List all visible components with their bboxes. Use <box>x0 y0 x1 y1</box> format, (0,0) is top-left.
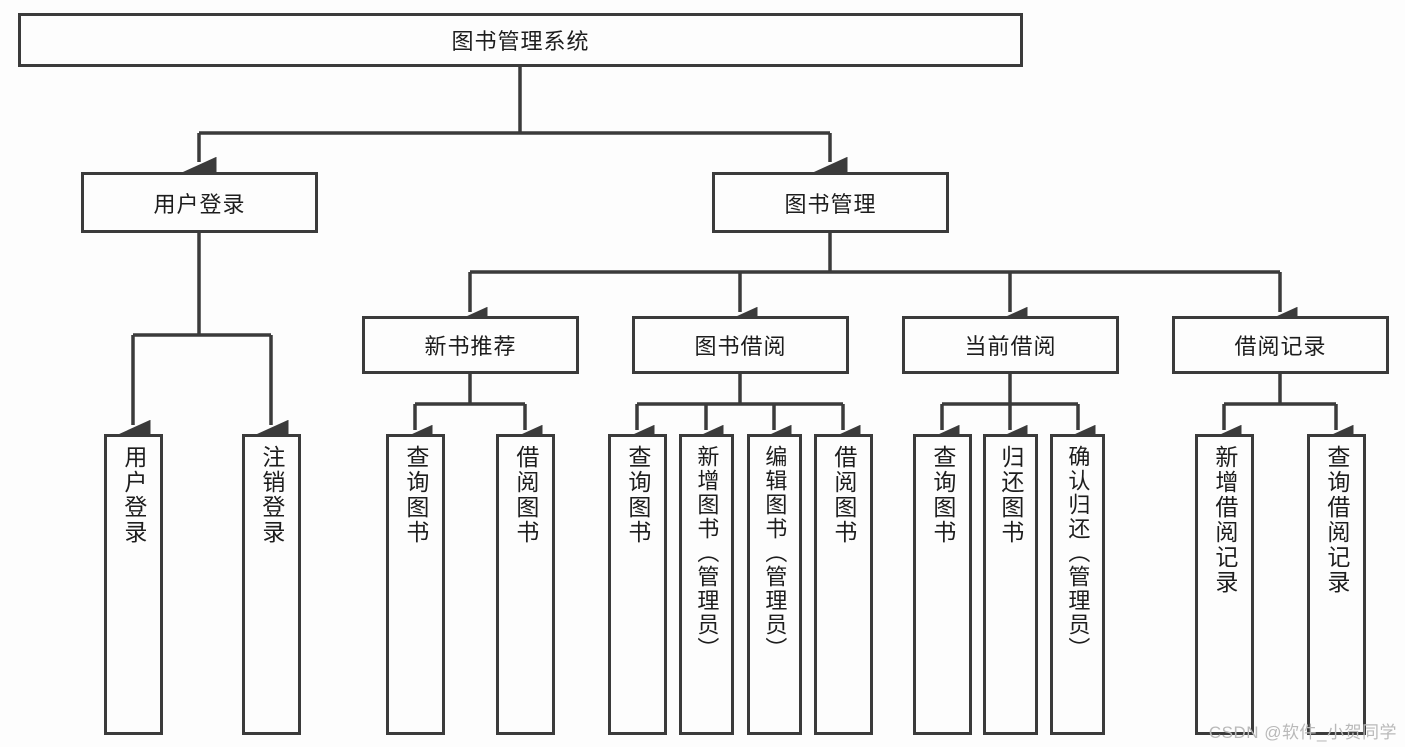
node-book-borrow[interactable]: 图书借阅 <box>632 316 849 374</box>
leaf-return-book[interactable]: 归还图书 <box>983 434 1038 735</box>
node-user-login-label: 用户登录 <box>153 191 246 217</box>
leaf-edit-book[interactable]: 编辑图书（管理员） <box>747 434 802 735</box>
leaf-borrow-book-1-label: 借阅图书 <box>512 445 539 545</box>
leaf-add-record-label: 新增借阅记录 <box>1211 445 1238 595</box>
leaf-logout-login-label: 注销登录 <box>258 445 285 545</box>
leaf-query-book-3-label: 查询图书 <box>929 445 956 545</box>
leaf-user-login[interactable]: 用户登录 <box>104 434 163 735</box>
leaf-borrow-book-2[interactable]: 借阅图书 <box>814 434 873 735</box>
node-book-borrow-label: 图书借阅 <box>694 334 787 359</box>
leaf-query-record-label: 查询借阅记录 <box>1323 445 1350 595</box>
node-book-management-label: 图书管理 <box>784 191 877 217</box>
node-root-label: 图书管理系统 <box>451 29 590 54</box>
leaf-confirm-return-label: 确认归还（管理员） <box>1065 445 1091 661</box>
node-borrow-record[interactable]: 借阅记录 <box>1172 316 1389 374</box>
leaf-logout-login[interactable]: 注销登录 <box>242 434 301 735</box>
leaf-query-record[interactable]: 查询借阅记录 <box>1307 434 1366 735</box>
leaf-query-book-2-label: 查询图书 <box>624 445 651 545</box>
leaf-confirm-return[interactable]: 确认归还（管理员） <box>1050 434 1105 735</box>
leaf-query-book-1[interactable]: 查询图书 <box>386 434 445 735</box>
leaf-add-book[interactable]: 新增图书（管理员） <box>679 434 734 735</box>
node-new-book-recommend-label: 新书推荐 <box>424 334 517 359</box>
node-borrow-record-label: 借阅记录 <box>1234 334 1327 359</box>
node-user-login[interactable]: 用户登录 <box>81 172 318 233</box>
node-book-management[interactable]: 图书管理 <box>712 172 949 233</box>
node-root-system[interactable]: 图书管理系统 <box>18 13 1023 67</box>
leaf-add-record[interactable]: 新增借阅记录 <box>1195 434 1254 735</box>
node-current-borrow-label: 当前借阅 <box>964 334 1057 359</box>
leaf-edit-book-label: 编辑图书（管理员） <box>762 445 788 661</box>
leaf-borrow-book-1[interactable]: 借阅图书 <box>496 434 555 735</box>
node-new-book-recommend[interactable]: 新书推荐 <box>362 316 579 374</box>
leaf-query-book-1-label: 查询图书 <box>402 445 429 545</box>
leaf-add-book-label: 新增图书（管理员） <box>694 445 720 661</box>
leaf-borrow-book-2-label: 借阅图书 <box>830 445 857 545</box>
leaf-query-book-3[interactable]: 查询图书 <box>913 434 972 735</box>
leaf-user-login-label: 用户登录 <box>120 445 147 545</box>
node-current-borrow[interactable]: 当前借阅 <box>902 316 1119 374</box>
leaf-query-book-2[interactable]: 查询图书 <box>608 434 667 735</box>
leaf-return-book-label: 归还图书 <box>997 445 1024 545</box>
